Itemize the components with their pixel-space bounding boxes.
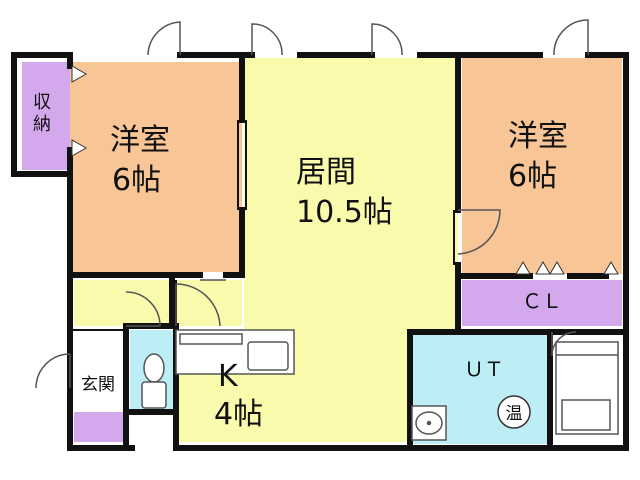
closet-fill xyxy=(462,280,622,326)
western-room-left-fill xyxy=(70,62,242,272)
living-label-2: 10.5帖 xyxy=(296,195,393,230)
kitchen-counter xyxy=(175,329,295,375)
toilet-fixture xyxy=(141,353,167,409)
entrance-fill xyxy=(74,412,124,442)
balcony-fixture xyxy=(555,341,619,435)
utility-label: ＵＴ xyxy=(464,357,504,381)
water-heater-label: 温 xyxy=(506,404,523,424)
living-label-1: 居間 xyxy=(296,155,356,190)
western-room-right-fill xyxy=(462,58,622,274)
living-room-fill xyxy=(244,58,458,330)
door-arcs xyxy=(35,19,589,389)
storage-label-2: 納 xyxy=(33,114,51,135)
closet-label: ＣＬ xyxy=(522,289,562,313)
water-heater-icon xyxy=(497,395,531,429)
kitchen-label-1: K xyxy=(218,359,239,394)
western-left-label-1: 洋室 xyxy=(110,123,170,158)
walls xyxy=(11,52,629,451)
hall-fill xyxy=(74,280,242,326)
western-left-label-2: 6帖 xyxy=(112,163,161,198)
western-right-label-1: 洋室 xyxy=(508,119,568,154)
entrance-label: 玄関 xyxy=(81,375,115,395)
folding-doors xyxy=(71,65,619,275)
western-right-label-2: 6帖 xyxy=(508,159,557,194)
washbasin xyxy=(411,405,447,441)
kitchen-label-2: 4帖 xyxy=(214,397,263,432)
storage-label-1: 収 xyxy=(33,92,51,113)
storage-fill xyxy=(22,62,70,170)
